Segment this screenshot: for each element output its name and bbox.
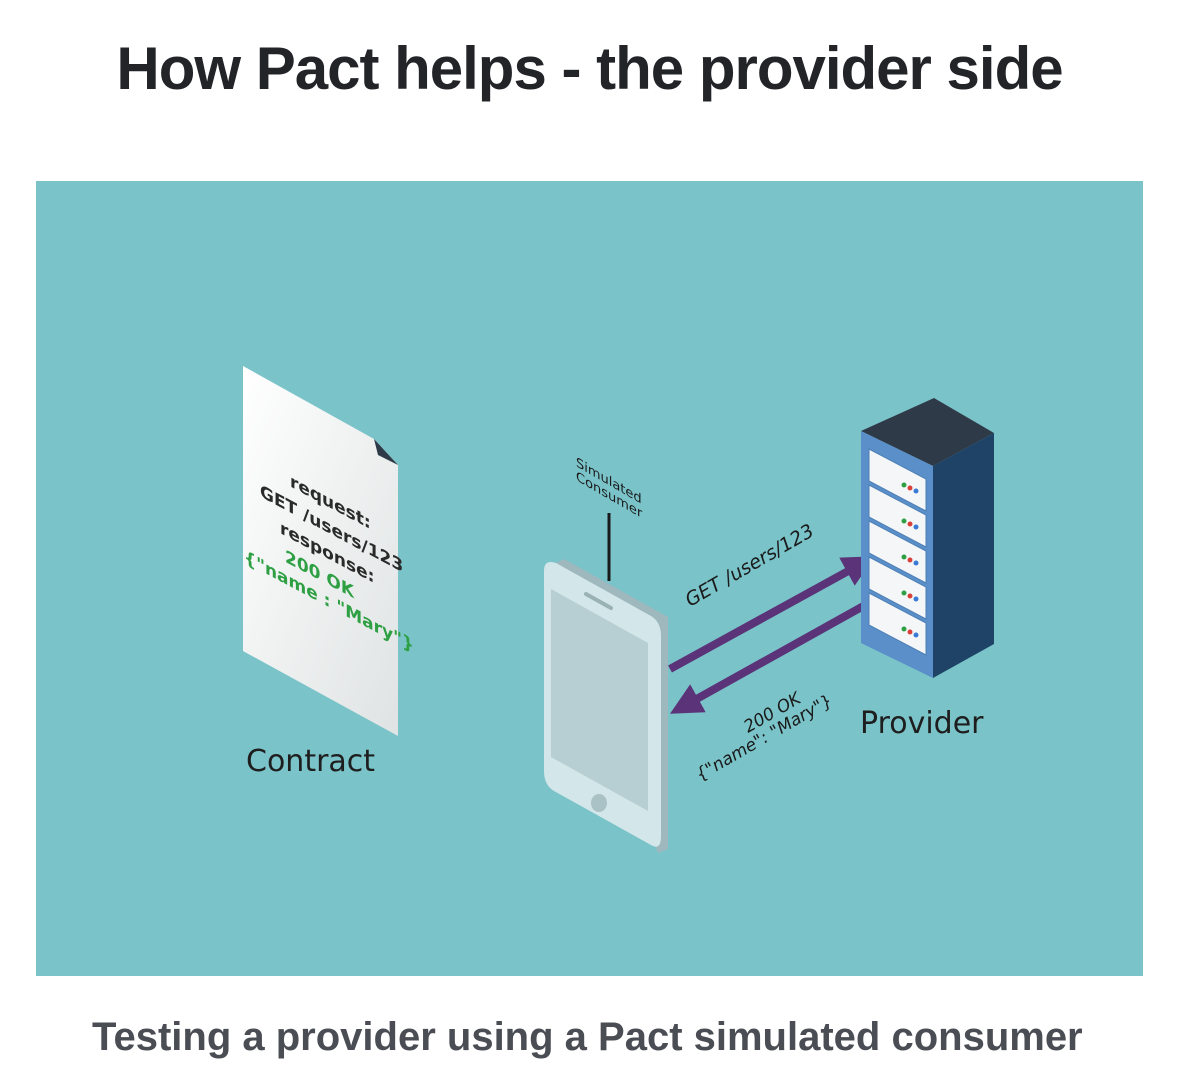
figure-caption: Testing a provider using a Pact simulate… <box>92 1015 1083 1059</box>
server-unit-1 <box>868 448 927 512</box>
contract-fold <box>374 439 398 465</box>
response-arrow <box>670 595 878 714</box>
simulated-consumer: Simulated Consumer <box>544 455 668 853</box>
provider-server: Provider <box>860 398 994 741</box>
server-unit-4 <box>868 556 927 620</box>
phone-home-button <box>591 794 607 812</box>
phone-screen <box>551 589 648 811</box>
contract-paper <box>243 366 398 736</box>
phone-speaker <box>584 592 613 610</box>
page-title: How Pact helps - the provider side <box>116 35 1063 102</box>
provider-diagram: request: GET /users/123 response: 200 OK… <box>36 181 1143 976</box>
server-unit-2 <box>868 484 927 548</box>
server-unit-5 <box>868 592 927 656</box>
request-arrow <box>668 556 876 673</box>
server-side <box>933 433 994 678</box>
contract-label: Contract <box>246 744 375 779</box>
server-status-lights <box>901 482 919 638</box>
provider-label: Provider <box>860 706 984 741</box>
contract-document: request: GET /users/123 response: 200 OK… <box>243 366 414 779</box>
server-top <box>861 398 994 466</box>
server-unit-3 <box>868 520 927 584</box>
diagram-canvas: request: GET /users/123 response: 200 OK… <box>36 181 1143 976</box>
